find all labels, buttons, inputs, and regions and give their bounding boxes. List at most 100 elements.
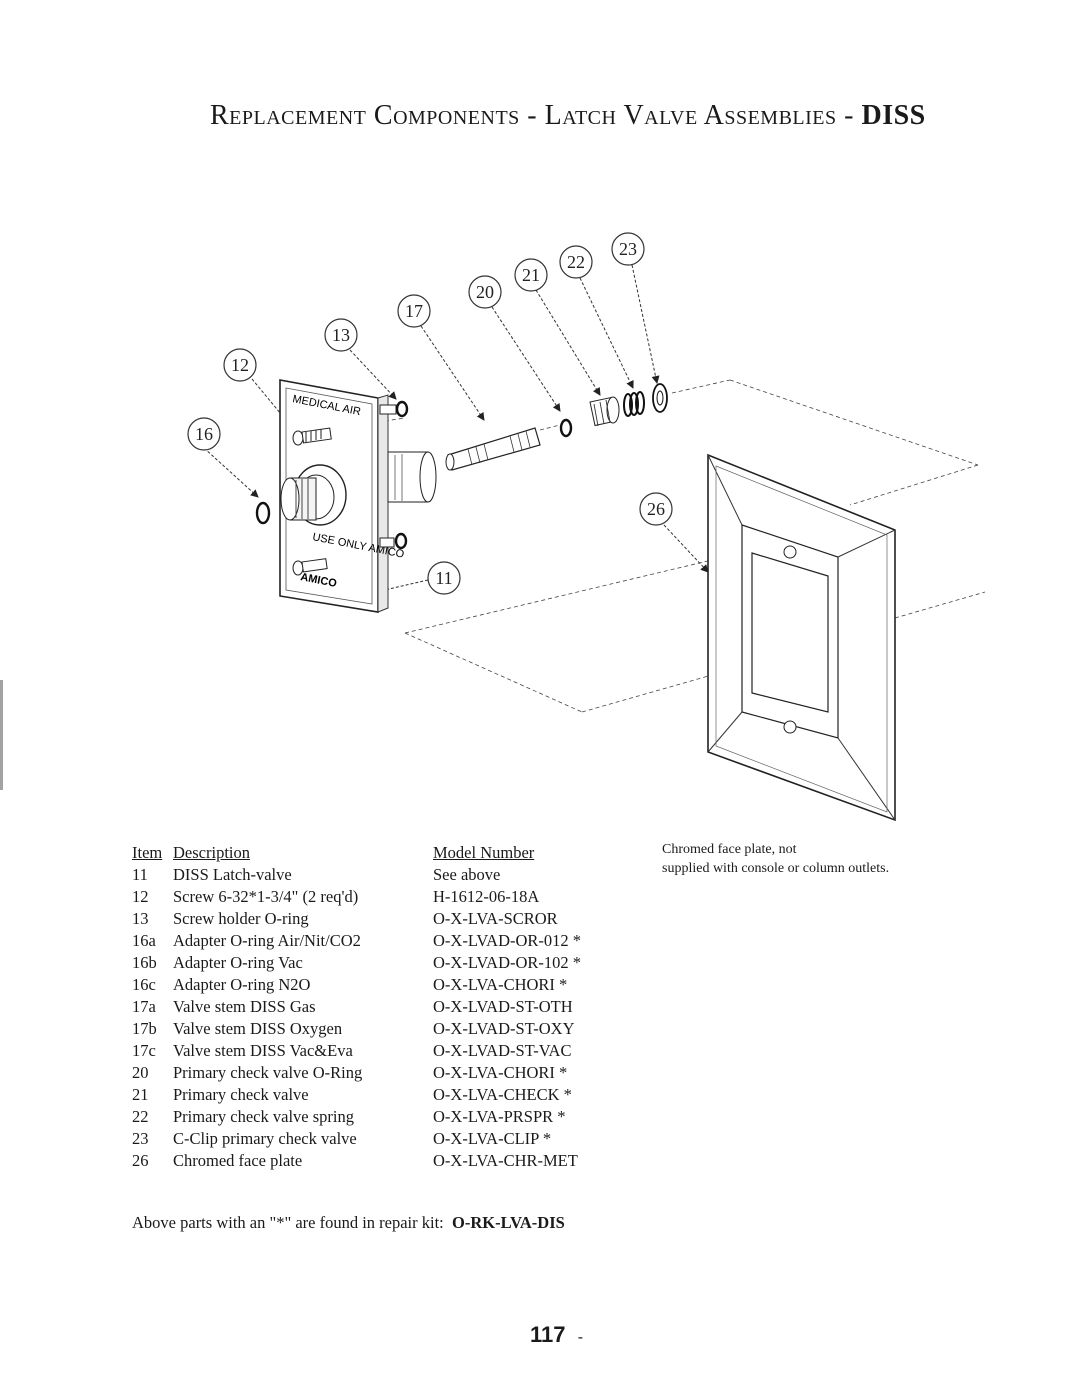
callout-13-circle — [324, 318, 358, 352]
callout-22: 22 — [567, 252, 585, 272]
table-row: 13 Screw holder O-ring O-X-LVA-SCROR — [132, 908, 581, 930]
row-model-number: O-X-LVA-CHR-MET — [433, 1151, 578, 1170]
row-description: Adapter O-ring N2O — [173, 975, 311, 994]
parts-table-body: 11 DISS Latch-valve See above 12 Screw 6-32*… — [132, 864, 581, 1172]
note-line-2: supplied with console or column outlets. — [662, 861, 890, 876]
table-row: 16c Adapter O-ring N2O O-X-LVA-CHORI * — [132, 974, 581, 996]
table-row: 11 DISS Latch-valve See above — [132, 864, 581, 886]
callout-11-circle — [427, 561, 461, 595]
row-description: Screw holder O-ring — [173, 909, 309, 928]
callout-22-circle — [559, 245, 593, 279]
o-ring-13-bottom — [394, 532, 408, 550]
repair-kit-note: Above parts with an "*" are found in rep… — [132, 1213, 565, 1233]
callout-17: 17 — [405, 301, 423, 321]
callout-23-circle — [611, 232, 645, 266]
title-prefix: Replacement Components - Latch Valve Ass… — [210, 100, 862, 131]
row-model-number: O-X-LVAD-ST-OTH — [433, 997, 573, 1016]
row-description: Primary check valve spring — [173, 1107, 354, 1126]
primary-check-valve — [589, 396, 620, 427]
callout-11: 11 — [435, 568, 452, 588]
row-model-number: O-X-LVA-CLIP * — [433, 1129, 552, 1148]
row-description: Primary check valve O-Ring — [173, 1063, 363, 1082]
title-suffix: DISS — [861, 100, 926, 131]
callout-26: 26 — [647, 499, 665, 519]
callout-16: 16 — [195, 424, 213, 444]
row-item: 12 — [132, 887, 149, 906]
row-description: Valve stem DISS Vac&Eva — [173, 1041, 353, 1060]
callout-13: 13 — [332, 325, 350, 345]
page-title: Replacement Components - Latch Valve Ass… — [210, 100, 926, 132]
row-description: Adapter O-ring Air/Nit/CO2 — [173, 931, 361, 950]
top-screw — [292, 427, 332, 446]
row-item: 21 — [132, 1085, 149, 1104]
row-description: DISS Latch-valve — [173, 865, 292, 884]
row-item: 13 — [132, 909, 149, 928]
o-ring-16 — [255, 501, 271, 525]
row-model-number: O-X-LVAD-OR-102 * — [433, 953, 582, 972]
row-model-number: O-X-LVAD-ST-VAC — [433, 1041, 572, 1060]
row-model-number: O-X-LVA-CHORI * — [433, 975, 568, 994]
row-model-number: H-1612-06-18A — [433, 887, 540, 906]
o-rings — [255, 400, 573, 550]
row-description: Valve stem DISS Oxygen — [173, 1019, 343, 1038]
row-description: Primary check valve — [173, 1085, 309, 1104]
row-item: 22 — [132, 1107, 149, 1126]
row-description: C-Clip primary check valve — [173, 1129, 357, 1148]
row-item: 11 — [132, 865, 148, 884]
callout-21-circle — [514, 258, 548, 292]
row-item: 16a — [132, 931, 156, 950]
row-description: Valve stem DISS Gas — [173, 997, 316, 1016]
row-model-number: O-X-LVAD-ST-OXY — [433, 1019, 575, 1038]
table-row: 17b Valve stem DISS Oxygen O-X-LVAD-ST-OXY — [132, 1018, 581, 1040]
table-row: 12 Screw 6-32*1-3/4" (2 req'd) H-1612-06-1… — [132, 886, 581, 908]
diss-adapter — [280, 464, 347, 526]
callout-labels: 16 12 13 17 20 21 22 23 26 11 — [195, 239, 665, 588]
c-clip — [652, 383, 668, 413]
table-row: 16b Adapter O-ring Vac O-X-LVAD-OR-102 * — [132, 952, 581, 974]
note-line-1: Chromed face plate, not — [662, 842, 797, 857]
header-description: Description — [173, 843, 250, 862]
header-model-number: Model Number — [433, 843, 535, 862]
row-model-number: O-X-LVA-CHORI * — [433, 1063, 568, 1082]
table-row: 23 C-Clip primary check valve O-X-LVA-CLIP… — [132, 1128, 581, 1150]
face-plate-note: Chromed face plate, not supplied with co… — [662, 840, 889, 878]
callout-circles — [187, 232, 673, 595]
row-description: Screw 6-32*1-3/4" (2 req'd) — [173, 887, 359, 906]
row-model-number: O-X-LVA-SCROR — [433, 909, 558, 928]
row-description: Chromed face plate — [173, 1151, 303, 1170]
bottom-screw — [292, 558, 328, 576]
row-item: 20 — [132, 1063, 149, 1082]
parts-table-header: Item Description Model Number — [132, 842, 581, 864]
chromed-face-plate — [707, 453, 896, 822]
callout-20-circle — [468, 275, 502, 309]
callout-12: 12 — [231, 355, 249, 375]
row-description: Adapter O-ring Vac — [173, 953, 303, 972]
o-ring-13-top — [395, 400, 409, 418]
row-item: 16b — [132, 953, 157, 972]
valve-stem — [445, 427, 541, 471]
callout-20: 20 — [476, 282, 494, 302]
repair-kit-code: O-RK-LVA-DIS — [452, 1213, 565, 1232]
row-item: 17b — [132, 1019, 157, 1038]
page-number: 117 - — [530, 1322, 584, 1347]
row-item: 16c — [132, 975, 156, 994]
row-model-number: O-X-LVAD-OR-012 * — [433, 931, 582, 950]
latch-valve-panel: MEDICAL AIR USE ONLY AMICO AMICO — [279, 379, 437, 613]
row-model-number: O-X-LVA-PRSPR * — [433, 1107, 566, 1126]
callout-23: 23 — [619, 239, 637, 259]
callout-12-circle — [223, 348, 257, 382]
exploded-view-diagram: MEDICAL AIR USE ONLY AMICO AMICO — [187, 232, 986, 822]
table-row: 16a Adapter O-ring Air/Nit/CO2 O-X-LVAD-OR… — [132, 930, 581, 952]
table-row: 22 Primary check valve spring O-X-LVA-PRSP… — [132, 1106, 581, 1128]
callout-26-circle — [639, 492, 673, 526]
valve-body-rear — [387, 451, 437, 503]
callout-16-circle — [187, 417, 221, 451]
row-item: 23 — [132, 1129, 149, 1148]
row-model-number: See above — [433, 865, 501, 884]
callout-21: 21 — [522, 265, 540, 285]
check-valve-spring — [623, 391, 645, 417]
